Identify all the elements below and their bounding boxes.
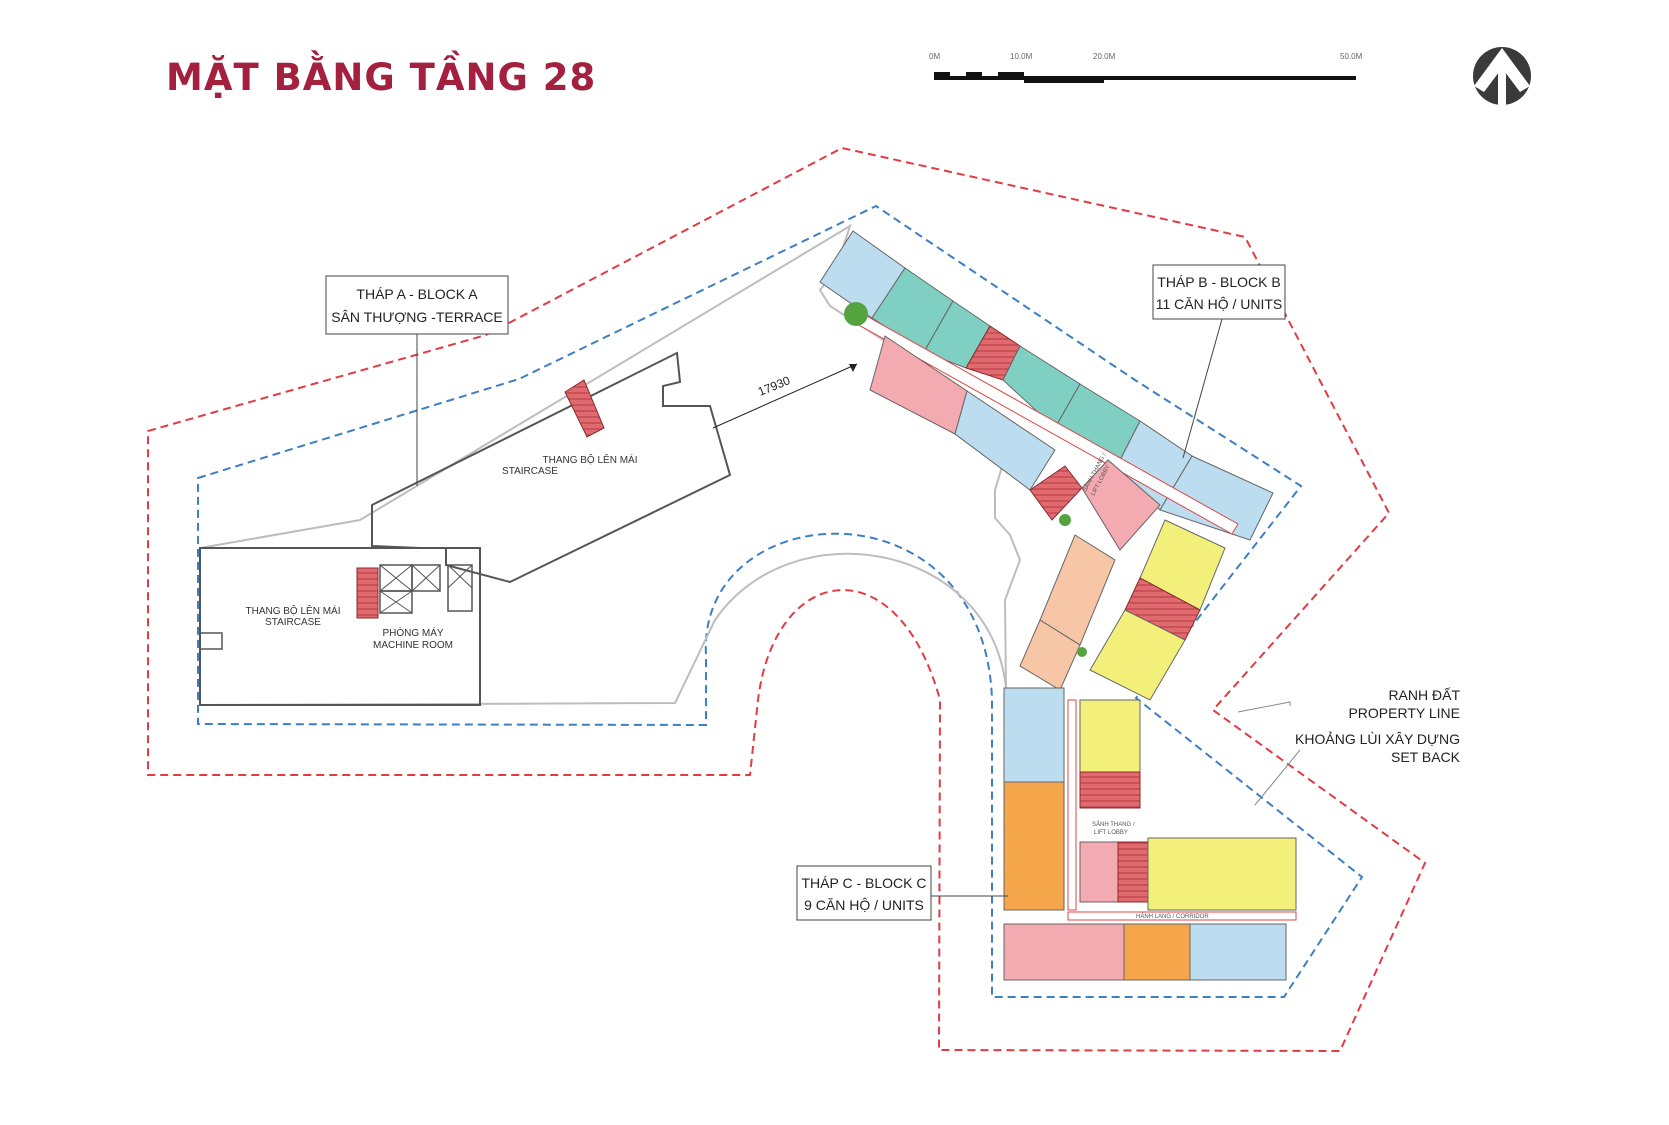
staircase-upper-line2: STAIRCASE — [502, 466, 558, 477]
callout-block-c-line1: THÁP C - BLOCK C — [802, 875, 927, 891]
property-line — [147, 146, 1427, 1053]
property-line-label1: RANH ĐẤT — [1388, 687, 1460, 703]
scale-tick-0: 0M — [929, 52, 940, 61]
staircase-lower — [356, 567, 379, 619]
staircase-lower-line1: THANG BỘ LÊN MÁI — [245, 604, 340, 617]
callout-block-c: THÁP C - BLOCK C 9 CĂN HỘ / UNITS — [796, 865, 1008, 921]
property-line-label2: PROPERTY LINE — [1348, 705, 1460, 721]
scale-tick-20: 20.0M — [1093, 52, 1116, 61]
setback-line — [197, 204, 1364, 998]
staircase-upper — [564, 379, 605, 438]
lobby-c-line1: SẢNH THANG / — [1092, 821, 1135, 828]
scale-bar: 0M 10.0M 20.0M 50.0M — [929, 52, 1363, 83]
north-arrow-icon — [1473, 47, 1531, 106]
staircase-lower-line2: STAIRCASE — [265, 617, 321, 628]
greenery — [844, 302, 868, 326]
setback-label1: KHOẢNG LÙI XÂY DỰNG — [1295, 731, 1460, 747]
block-a-terrace — [199, 351, 858, 706]
machine-room-line2: MACHINE ROOM — [373, 640, 453, 651]
corridor-c-label: HÀNH LANG / CORRIDOR — [1136, 913, 1209, 920]
scale-tick-50: 50.0M — [1340, 52, 1363, 61]
callout-block-b: THÁP B - BLOCK B 11 CĂN HỘ / UNITS — [1152, 264, 1286, 459]
scale-tick-10: 10.0M — [1010, 52, 1033, 61]
callout-block-a-line1: THÁP A - BLOCK A — [356, 286, 478, 302]
block-c: SẢNH THANG / LIFT LOBBY HÀNH LANG / CORR… — [1003, 687, 1297, 981]
callout-block-b-line1: THÁP B - BLOCK B — [1157, 274, 1280, 290]
machine-room-line1: PHÒNG MÁY — [382, 626, 443, 639]
callout-block-a-line2: SÂN THƯỢNG -TERRACE — [331, 309, 503, 325]
callout-block-a: THÁP A - BLOCK A SÂN THƯỢNG -TERRACE — [325, 275, 509, 486]
legend-lines: RANH ĐẤT PROPERTY LINE KHOẢNG LÙI XÂY DỰ… — [1237, 687, 1461, 806]
callout-block-b-line2: 11 CĂN HỘ / UNITS — [1156, 296, 1283, 312]
callout-block-c-line2: 9 CĂN HỘ / UNITS — [804, 897, 924, 913]
block-b: SẢNH THANG / LIFT LOBBY — [819, 230, 1274, 701]
lobby-c-line2: LIFT LOBBY — [1094, 830, 1128, 836]
page-title: MẶT BẰNG TẦNG 28 — [166, 56, 597, 99]
staircase-upper-line1: THANG BỘ LÊN MÁI — [542, 453, 637, 466]
setback-label2: SET BACK — [1391, 749, 1461, 765]
